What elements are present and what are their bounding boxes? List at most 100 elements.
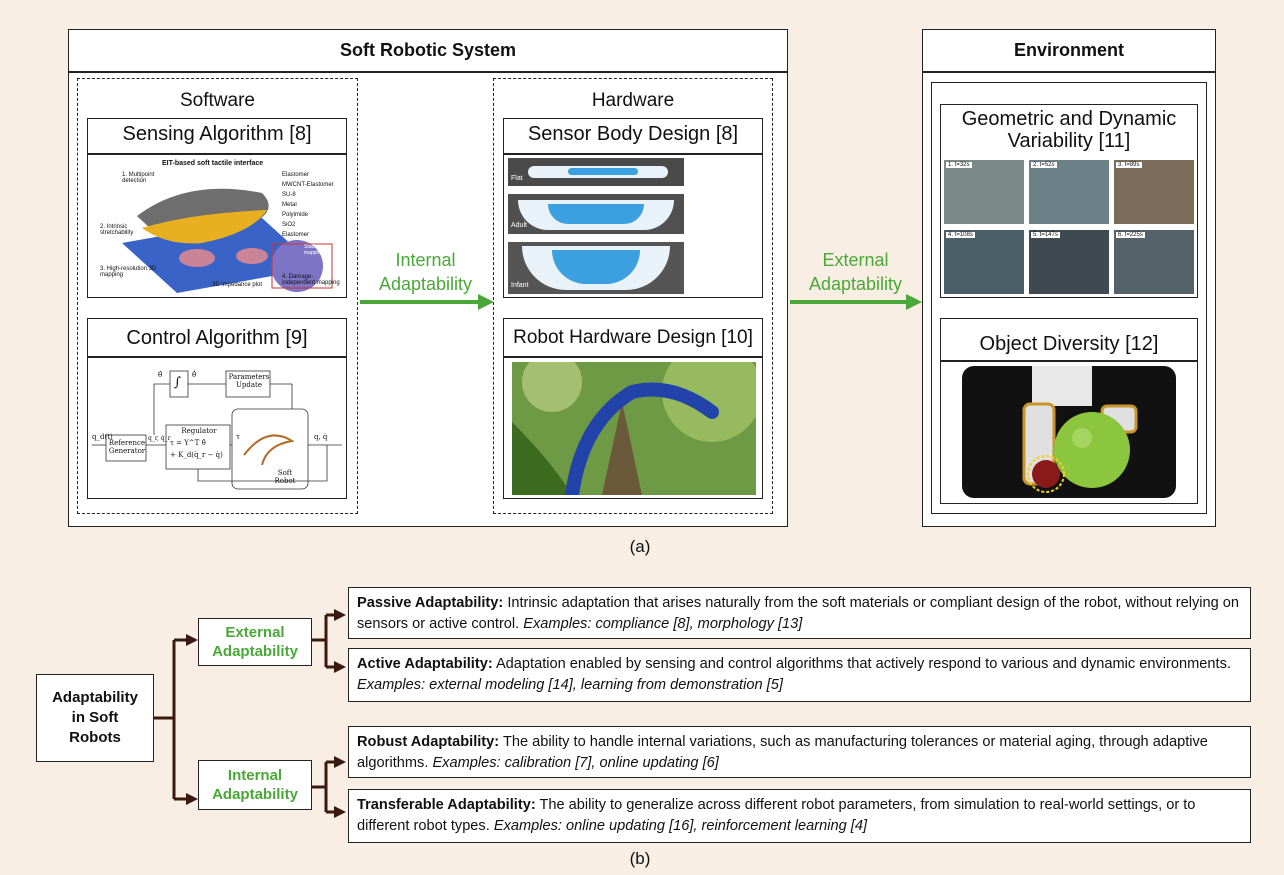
- internal-adaptability-node: Internal Adaptability: [198, 760, 312, 810]
- env-frame-1-label: 1. t=32s: [946, 162, 972, 168]
- active-text: Adaptation enabled by sensing and contro…: [492, 656, 1231, 672]
- env-frame-6-label: 6. t=225s: [1116, 232, 1145, 238]
- env-frame-4: 4. t=108s: [944, 230, 1024, 294]
- robust-title: Robust Adaptability:: [357, 734, 500, 750]
- root-line1: Adaptability: [52, 689, 138, 706]
- env-frame-3: 3. t=89s: [1114, 160, 1194, 224]
- robot-hardware-title: Robot Hardware Design [10]: [513, 327, 753, 348]
- gripper-svg: [1022, 366, 1138, 493]
- env-frame-6: 6. t=225s: [1114, 230, 1194, 294]
- env-frame-2-label: 2. t=52s: [1031, 162, 1057, 168]
- robust-adaptability-box: Robust Adaptability: The ability to hand…: [348, 726, 1251, 778]
- sensing-stable-press: Stable press mapping: [304, 244, 332, 256]
- ctrl-theta-dot: θ̂̇: [192, 371, 197, 379]
- software-group: [77, 78, 358, 514]
- env-frame-3-label: 3. t=89s: [1116, 162, 1142, 168]
- passive-examples: Examples: compliance [8], morphology [13…: [523, 616, 803, 632]
- robust-examples: Examples: calibration [7], online updati…: [432, 755, 719, 771]
- env-frame-4-label: 4. t=108s: [946, 232, 975, 238]
- control-block-diagram: ∫ Parameters Update Regulator τ = Y^T θ̂…: [92, 365, 342, 495]
- ctrl-integral-label: ∫: [174, 375, 181, 390]
- robust-text: The ability to handle internal variation…: [357, 734, 1208, 771]
- sensing-layer-6: SiO2: [282, 222, 296, 228]
- divider: [503, 356, 763, 358]
- sensing-layer-4: Metal: [282, 202, 297, 208]
- active-title: Active Adaptability:: [357, 656, 493, 672]
- environment-frames-grid: 1. t=32s 2. t=52s 3. t=89s 4. t=108s 5. …: [944, 160, 1194, 294]
- adult-sensor-panel: Adult: [508, 194, 684, 234]
- transferable-text: The ability to generalize across differe…: [357, 797, 1196, 834]
- control-diagram-svg: [92, 370, 342, 490]
- external-node-line1: External: [225, 624, 285, 641]
- passive-text: Intrinsic adaptation that arises natural…: [357, 595, 1240, 632]
- robot-hardware-photo: [512, 362, 756, 495]
- arrow-to-external: [186, 634, 198, 646]
- env-frame-5-label: 5. t=147s: [1031, 232, 1060, 238]
- sensing-label-3: 3. High-resolution 3D mapping: [100, 266, 157, 278]
- ctrl-ref-gen: Reference Generator: [108, 439, 146, 455]
- ctrl-eq1: τ = Y^T θ̂: [170, 439, 206, 447]
- ctrl-q: q, q̇: [314, 433, 328, 441]
- sensing-illustration: EIT-based soft tactile interface 1. Mult…: [92, 158, 342, 295]
- hardware-label: Hardware: [591, 90, 675, 111]
- env-frame-5: 5. t=147s: [1029, 230, 1109, 294]
- control-algorithm-title: Control Algorithm [9]: [126, 327, 308, 349]
- environment-title: Environment: [1013, 40, 1124, 60]
- ctrl-theta: θ̂: [158, 371, 163, 379]
- robot-photo-svg: [512, 362, 756, 495]
- system-title-divider: [68, 71, 788, 73]
- ctrl-eq2: + K_d(q̇_r − q̇): [170, 451, 223, 459]
- active-adaptability-box: Active Adaptability: Adaptation enabled …: [348, 648, 1251, 702]
- transferable-title: Transferable Adaptability:: [357, 797, 536, 813]
- divider: [503, 153, 763, 155]
- sensing-label-1: 1. Multipoint detection: [122, 172, 155, 184]
- divider: [940, 360, 1198, 362]
- adult-sensor-fill: [548, 204, 644, 224]
- sensing-illustration-svg: [122, 188, 333, 293]
- env-frame-1: 1. t=32s: [944, 160, 1024, 224]
- environment-inner-frame: [931, 82, 1207, 514]
- arrow-to-passive: [334, 609, 346, 621]
- passive-adaptability-box: Passive Adaptability: Intrinsic adaptati…: [348, 587, 1251, 639]
- transferable-examples: Examples: online updating [16], reinforc…: [493, 818, 868, 834]
- geometric-title-line2: Variability [11]: [1007, 130, 1131, 152]
- sensing-algorithm-title: Sensing Algorithm [8]: [122, 123, 312, 145]
- adaptability-root-box: Adaptability in Soft Robots: [36, 674, 154, 762]
- external-arrow-head: [906, 294, 922, 310]
- caption-a: (a): [629, 537, 651, 556]
- root-line2: in Soft: [71, 709, 119, 726]
- internal-node-line1: Internal: [227, 767, 283, 784]
- sensing-layer-2: MWCNT-Elastomer: [282, 182, 334, 188]
- ctrl-regulator: Regulator: [181, 427, 217, 435]
- sensor-body-title: Sensor Body Design [8]: [527, 123, 739, 145]
- external-label-line2: Adaptability: [808, 274, 903, 294]
- arrow-to-robust: [334, 756, 346, 768]
- flat-sensor-panel: Flat: [508, 158, 684, 186]
- caption-b: (b): [629, 849, 651, 868]
- sensor-body-illustration: Flat Adult Infant: [508, 158, 684, 294]
- divider: [87, 153, 347, 155]
- sensing-layer-3: SU-8: [282, 192, 296, 198]
- arrow-to-internal: [186, 793, 198, 805]
- internal-node-line2: Adaptability: [212, 786, 298, 803]
- object-diversity-title: Object Diversity [12]: [979, 333, 1159, 355]
- flat-sensor-fill: [568, 168, 638, 175]
- object-gripper-photo: [962, 366, 1176, 498]
- sensing-label-2: 2. Intrinsic stretchability: [100, 224, 134, 236]
- ctrl-qr: q_r, q̇_r: [148, 435, 171, 442]
- ctrl-qd: q_d(t): [92, 433, 113, 441]
- passive-title: Passive Adaptability:: [357, 595, 504, 611]
- sensing-3d-plot: 3D impedance plot: [212, 282, 263, 288]
- adult-label: Adult: [511, 222, 527, 229]
- system-title: Soft Robotic System: [339, 40, 517, 60]
- sensing-layer-5: Polyimide: [282, 212, 309, 218]
- infant-sensor-panel: Infant: [508, 242, 684, 294]
- internal-adaptability-label-a: Internal Adaptability: [358, 248, 493, 296]
- sensing-layer-7: Elastomer: [282, 232, 310, 238]
- internal-label-line1: Internal: [395, 250, 456, 270]
- flat-label: Flat: [511, 175, 523, 182]
- geometric-title-line1: Geometric and Dynamic: [961, 108, 1177, 130]
- arrow-to-active: [334, 661, 346, 673]
- divider: [87, 356, 347, 358]
- software-label: Software: [180, 90, 255, 111]
